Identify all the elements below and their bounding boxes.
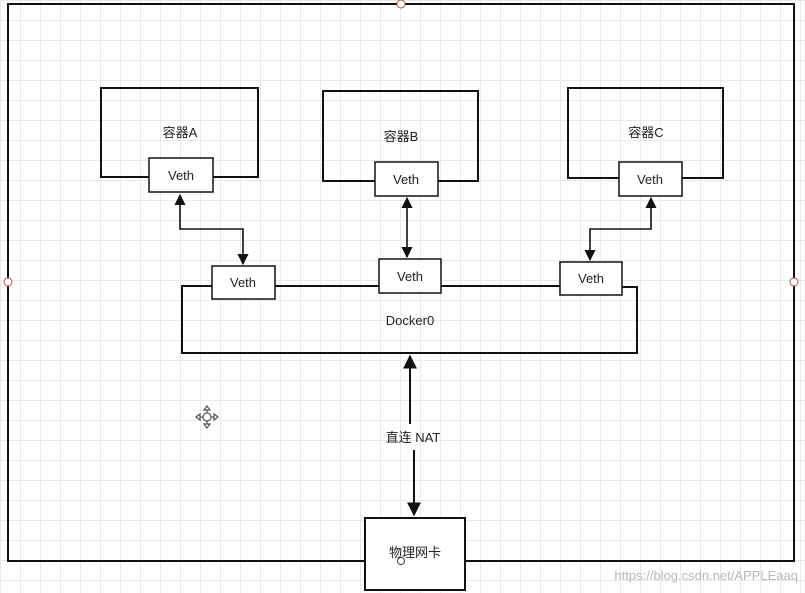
bridge-veth-2-label: Veth: [397, 269, 423, 284]
bridge-veth-1[interactable]: [211, 265, 276, 300]
container-c-box[interactable]: [567, 87, 724, 179]
frame-handle-left[interactable]: [3, 277, 13, 287]
container-c-veth-label: Veth: [637, 172, 663, 187]
container-b-box[interactable]: [322, 90, 479, 182]
bridge-veth-3-label: Veth: [578, 271, 604, 286]
frame-handle-top[interactable]: [396, 0, 406, 9]
container-c-label: 容器C: [628, 125, 663, 140]
container-c-veth[interactable]: [618, 161, 683, 197]
docker0-label: Docker0: [386, 313, 434, 328]
container-b-veth-label: Veth: [393, 172, 419, 187]
connector-c[interactable]: [584, 196, 657, 262]
connector-a[interactable]: [174, 193, 249, 266]
container-a-label: 容器A: [163, 125, 198, 140]
bridge-veth-2[interactable]: [378, 258, 442, 294]
nic-handle[interactable]: [397, 557, 405, 565]
move-cursor-icon: [195, 405, 219, 429]
docker0-box[interactable]: [181, 285, 638, 354]
container-a-veth-label: Veth: [168, 168, 194, 183]
bridge-veth-3[interactable]: [559, 261, 623, 296]
nat-label: 直连 NAT: [386, 430, 441, 445]
container-b-label: 容器B: [384, 129, 419, 144]
nic-box[interactable]: [364, 517, 466, 591]
frame-handle-right[interactable]: [789, 277, 799, 287]
container-a-veth[interactable]: [148, 157, 214, 193]
nic-label: 物理网卡: [389, 545, 441, 560]
container-a-box[interactable]: [100, 87, 259, 178]
container-b-veth[interactable]: [374, 161, 439, 197]
bridge-veth-1-label: Veth: [230, 275, 256, 290]
watermark: https://blog.csdn.net/APPLEaaq: [614, 568, 798, 583]
